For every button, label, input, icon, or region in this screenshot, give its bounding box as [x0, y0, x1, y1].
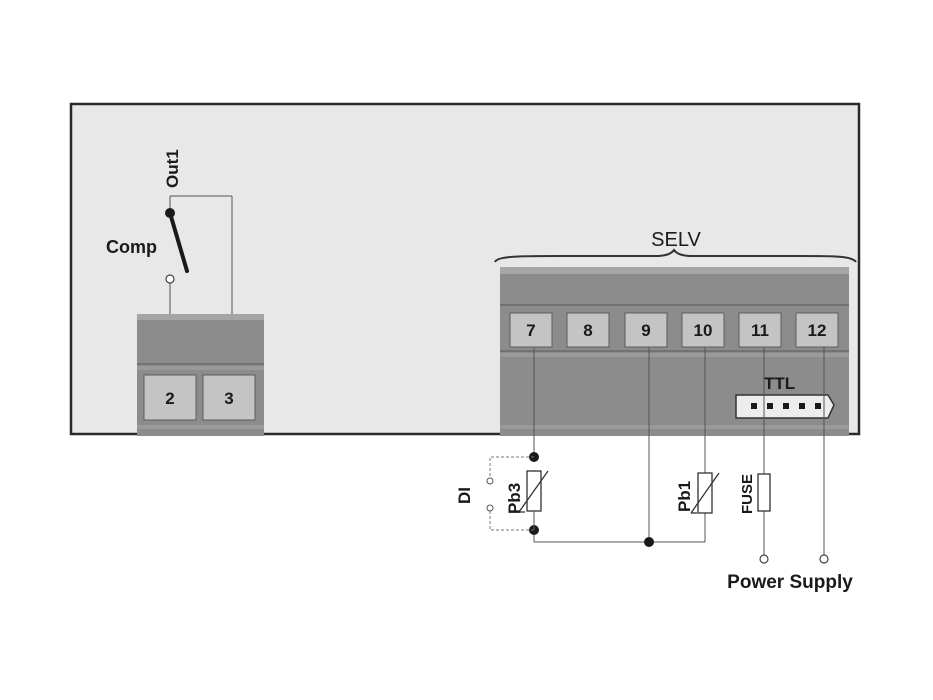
power-supply-label: Power Supply: [727, 572, 853, 593]
terminal-11-label: 11: [751, 321, 769, 340]
ttl-connector: [735, 394, 835, 419]
terminal-12-label: 12: [808, 321, 827, 340]
di-label: DI: [455, 487, 474, 504]
comp-label: Comp: [106, 237, 157, 257]
selv-label: SELV: [651, 229, 701, 251]
pb3-label: Pb3: [505, 483, 524, 514]
selv-brace: [494, 248, 857, 263]
terminal-3-label: 3: [224, 389, 233, 408]
terminal-2-label: 2: [165, 389, 174, 408]
relay-contact: [165, 195, 233, 314]
relay-contact-open-dot: [165, 274, 175, 284]
fuse-label: FUSE: [739, 474, 756, 514]
power-supply-terminal-left: [759, 554, 769, 564]
relay-pivot-dot: [165, 208, 175, 218]
fuse-symbol: [757, 473, 771, 512]
power-supply-terminal-right: [819, 554, 829, 564]
pb1-thermistor: [690, 472, 720, 514]
terminal-9-label: 9: [641, 321, 650, 340]
pb1-label: Pb1: [675, 481, 694, 512]
terminal-8-label: 8: [583, 321, 592, 340]
ttl-label: TTL: [764, 374, 795, 393]
left-terminal-block: [137, 314, 264, 436]
out1-label: Out1: [163, 149, 182, 188]
pb3-thermistor: [518, 470, 549, 530]
terminal-10-label: 10: [694, 321, 713, 340]
terminal-7-label: 7: [526, 321, 535, 340]
digital-input-contact: [486, 456, 534, 531]
junction-dot-common: [644, 537, 654, 547]
